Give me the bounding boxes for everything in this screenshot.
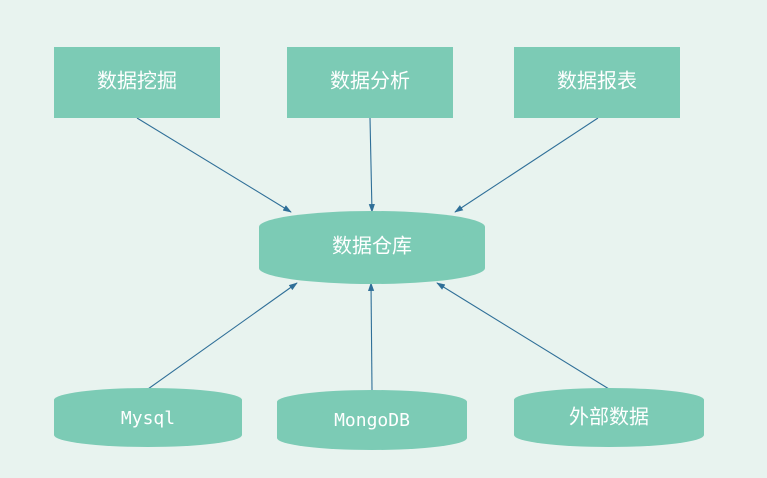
edges	[136, 117, 610, 391]
edge-report-to-warehouse	[454, 117, 599, 213]
node-mysql: Mysql	[54, 388, 242, 447]
report-label: 数据报表	[557, 69, 637, 93]
analysis-label: 数据分析	[330, 69, 410, 93]
node-report: 数据报表	[514, 47, 680, 118]
edge-mongodb-to-warehouse	[367, 282, 375, 391]
edge-external-to-warehouse	[436, 282, 610, 390]
node-mining: 数据挖掘	[54, 47, 220, 118]
mongodb-label: MongoDB	[334, 410, 410, 431]
external-cylinder-body	[514, 400, 704, 447]
node-warehouse: 数据仓库	[259, 211, 485, 284]
warehouse-label: 数据仓库	[332, 234, 412, 258]
edge-mining-to-warehouse	[136, 117, 292, 213]
warehouse-cylinder-body	[259, 227, 485, 284]
mining-label: 数据挖掘	[97, 69, 177, 93]
edge-analysis-to-warehouse	[368, 117, 375, 213]
edge-mysql-to-warehouse	[147, 282, 298, 390]
analysis-box	[287, 47, 453, 118]
mongodb-cylinder-top	[277, 390, 467, 414]
node-analysis: 数据分析	[287, 47, 453, 118]
mysql-cylinder-body	[54, 400, 242, 447]
external-label: 外部数据	[569, 405, 649, 429]
mysql-label: Mysql	[121, 408, 175, 429]
node-mongodb: MongoDB	[277, 390, 467, 450]
mongodb-cylinder-body	[277, 402, 467, 450]
mining-box	[54, 47, 220, 118]
report-box	[514, 47, 680, 118]
node-external: 外部数据	[514, 388, 704, 447]
mysql-cylinder-top	[54, 388, 242, 412]
external-cylinder-top	[514, 388, 704, 412]
warehouse-cylinder-top	[259, 211, 485, 243]
